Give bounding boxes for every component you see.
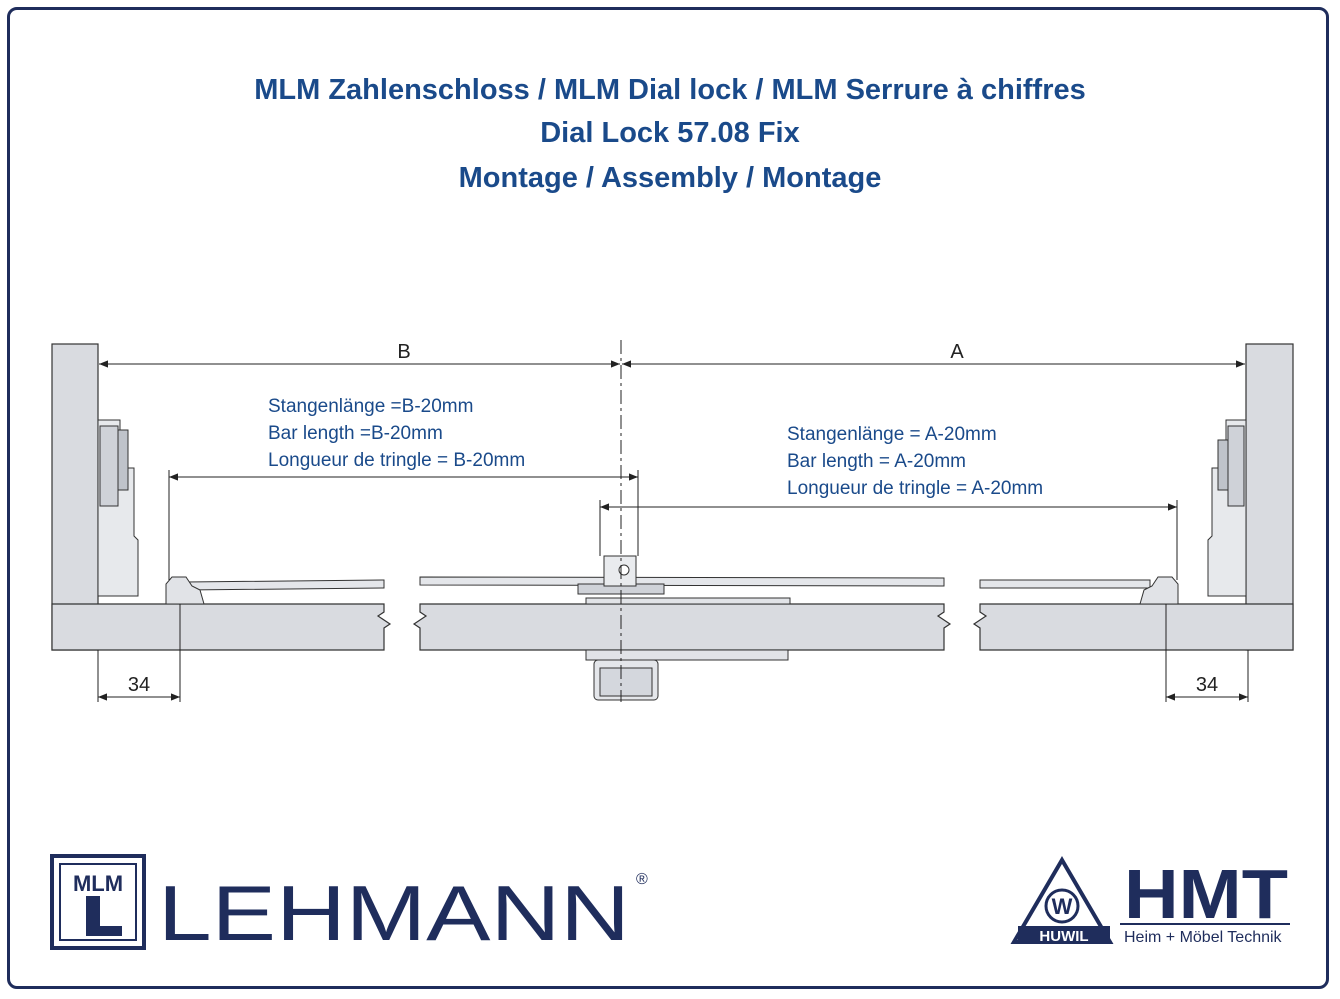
extension-lines: [97, 470, 1249, 702]
left-note-en: Bar length =B-20mm: [268, 423, 443, 444]
huwil-mark: W: [1052, 894, 1073, 919]
lehmann-mark: MLM: [73, 871, 123, 896]
lehmann-registered: ®: [636, 871, 648, 888]
locking-bars: [185, 576, 1151, 591]
huwil-hmt-logo: W HUWIL HMT Heim + Möbel Technik: [1010, 855, 1290, 946]
hmt-tagline: Heim + Möbel Technik: [1124, 929, 1283, 946]
right-note-en: Bar length = A-20mm: [787, 451, 966, 472]
title-line-1: MLM Zahlenschloss / MLM Dial lock / MLM …: [254, 74, 1086, 106]
right-note-fr: Longueur de tringle = A-20mm: [787, 478, 1043, 499]
right-rod-guide: [1139, 576, 1179, 605]
right-note-de: Stangenlänge = A-20mm: [787, 424, 997, 445]
dimension-label-a: A: [950, 341, 964, 363]
hmt-wordmark: HMT: [1124, 855, 1288, 933]
lehmann-logo: MLM LEHMANN ®: [50, 854, 648, 957]
left-rod-guide: [165, 576, 205, 605]
page-frame: [7, 7, 1329, 989]
left-wall-bracket: [97, 419, 139, 597]
lehmann-wordmark: LEHMANN: [158, 869, 630, 957]
title-line-2: Dial Lock 57.08 Fix: [540, 117, 800, 149]
dial-lock-mechanism: [577, 555, 791, 701]
offset-label-left: 34: [128, 674, 150, 696]
title-line-3: Montage / Assembly / Montage: [458, 162, 882, 194]
dimension-label-b: B: [397, 341, 410, 363]
left-note-de: Stangenlänge =B-20mm: [268, 396, 473, 417]
right-wall-bracket: [1207, 419, 1247, 597]
bottom-board: [51, 603, 1294, 651]
left-note-fr: Longueur de tringle = B-20mm: [268, 450, 525, 471]
offset-label-right: 34: [1196, 674, 1218, 696]
huwil-wordmark: HUWIL: [1039, 928, 1088, 945]
